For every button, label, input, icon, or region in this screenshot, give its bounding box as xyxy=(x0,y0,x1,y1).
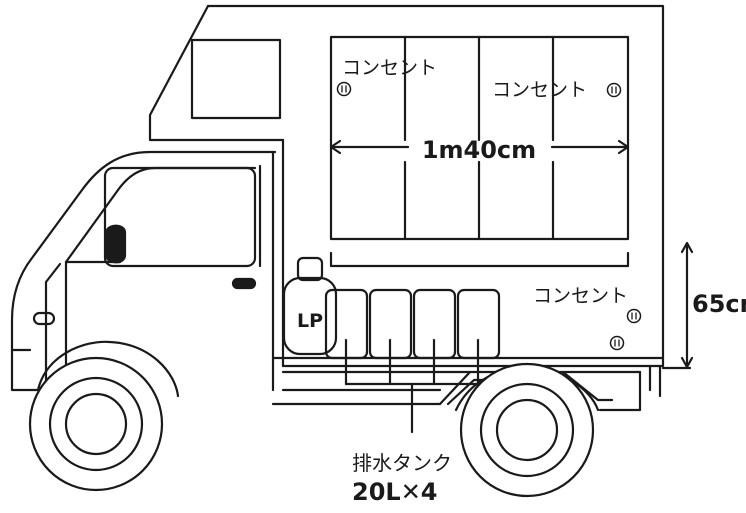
outlet-icon xyxy=(336,81,352,97)
drain-tank-capacity: 20L✕4 xyxy=(352,478,438,506)
width-dimension-label: 1m40cm xyxy=(422,136,536,164)
drain-tank-name: 排水タンク xyxy=(352,451,452,475)
outlet-icon xyxy=(626,308,642,324)
front-wheel xyxy=(28,340,180,492)
lp-tank-label: LP xyxy=(297,310,323,332)
wall-panel-grid xyxy=(329,35,630,241)
side-window xyxy=(103,166,257,268)
headlight xyxy=(32,311,56,326)
lp-gas-tank xyxy=(282,256,338,356)
outlet-label-top-left: コンセント xyxy=(342,57,437,79)
height-dimension-line xyxy=(661,241,694,370)
width-dimension-line xyxy=(329,139,630,155)
rear-wheel xyxy=(454,362,600,498)
outlet-icon xyxy=(609,335,625,351)
door-handle xyxy=(231,277,257,290)
height-dimension-label: 65cm xyxy=(692,290,746,318)
outlet-icon xyxy=(606,82,622,98)
counter-bracket xyxy=(329,251,630,268)
overcab-window xyxy=(190,38,282,120)
outlet-label-lower: コンセント xyxy=(533,285,628,307)
side-mirror xyxy=(105,224,127,264)
truck-cab xyxy=(10,150,277,392)
outlet-label-top-right: コンセント xyxy=(492,79,587,101)
drain-tanks xyxy=(324,288,501,434)
